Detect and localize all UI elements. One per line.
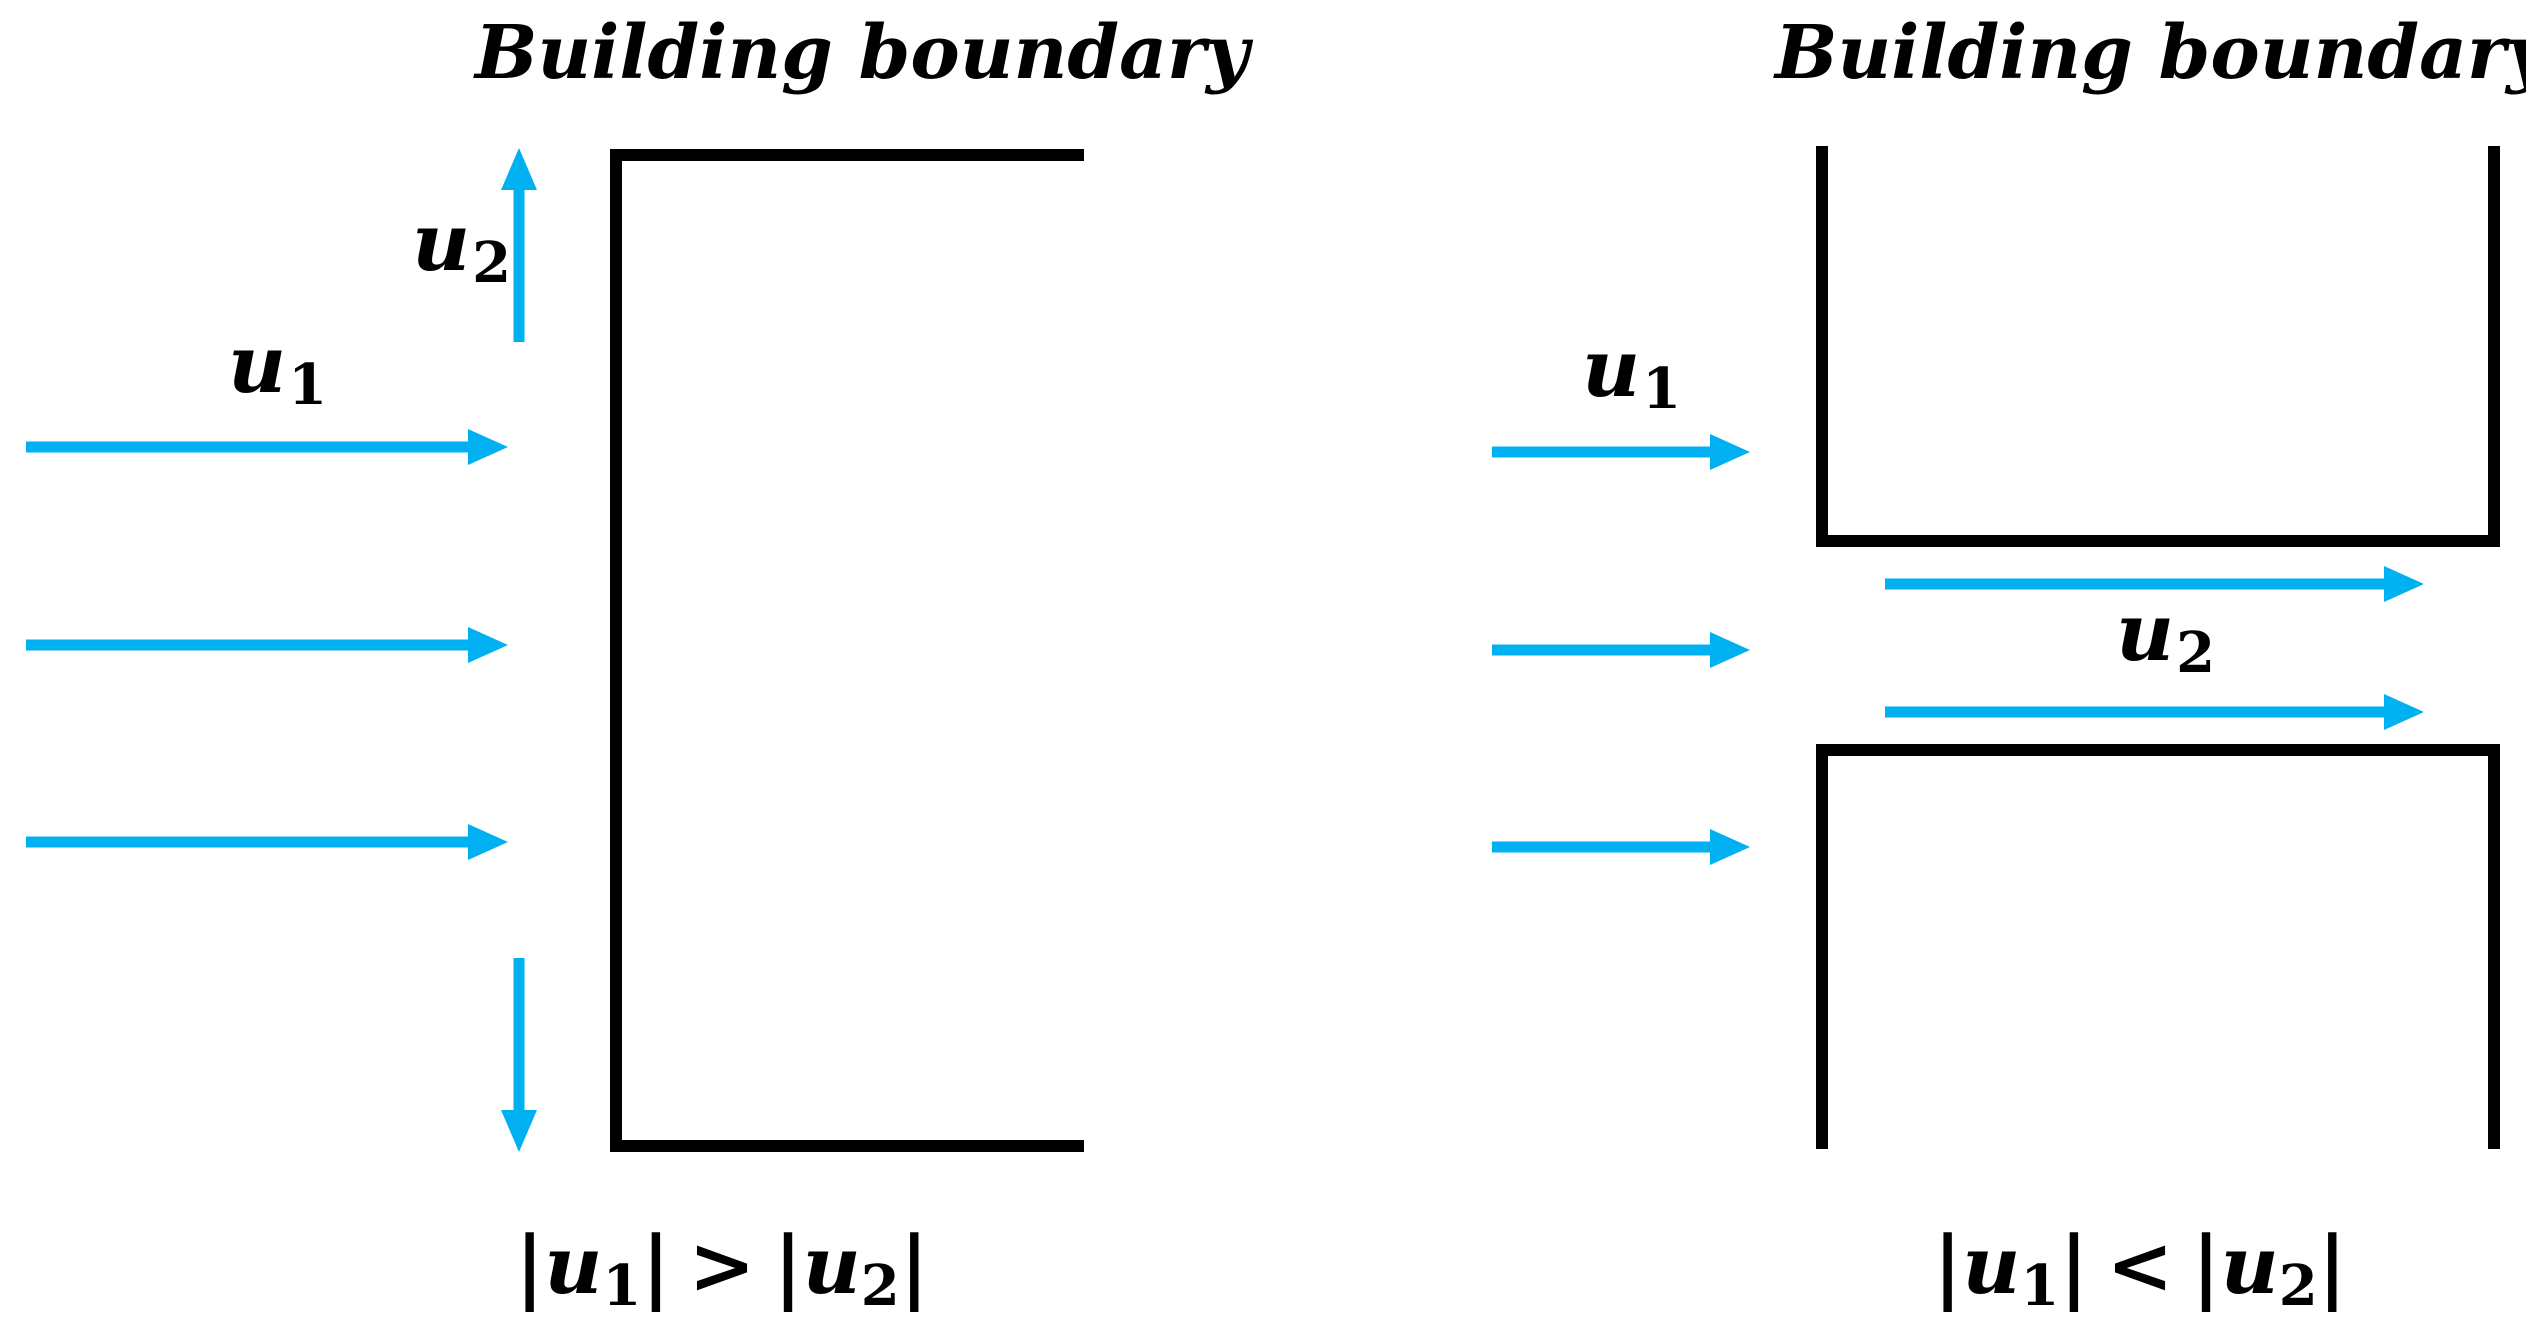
left-relation: |u1|>|u2| xyxy=(515,1218,929,1319)
right-u1-label: u1 xyxy=(1582,321,1681,422)
flow-arrow-icon xyxy=(468,824,508,860)
right-relation: |u1|<|u2| xyxy=(1933,1218,2347,1319)
left-u2-label: u2 xyxy=(412,195,511,296)
left-title: Building boundary xyxy=(473,10,1254,96)
flow-arrow-icon xyxy=(468,627,508,663)
right-building-upper xyxy=(1816,146,2500,547)
right-panel: Building boundary u1 u2 |u1|<|u2| xyxy=(1492,10,2526,1319)
left-arrow-u1-middle xyxy=(26,627,508,663)
flow-arrow-icon xyxy=(2384,694,2424,730)
left-arrow-u1-bottom xyxy=(26,824,508,860)
right-building-lower xyxy=(1816,744,2500,1149)
right-arrow-u2-lower xyxy=(1885,694,2424,730)
flow-arrow-icon xyxy=(468,429,508,465)
right-title: Building boundary xyxy=(1773,10,2526,96)
flow-arrow-icon xyxy=(501,1110,537,1152)
right-arrow-u1-bottom xyxy=(1492,829,1750,865)
left-arrow-u1-top xyxy=(26,429,508,465)
flow-arrow-icon xyxy=(2384,566,2424,602)
right-arrow-u1-top xyxy=(1492,434,1750,470)
flow-arrow-icon xyxy=(1710,829,1750,865)
left-building-boundary xyxy=(610,149,1084,1152)
right-arrow-u2-upper xyxy=(1885,566,2424,602)
flow-arrow-icon xyxy=(1710,434,1750,470)
right-u2-label: u2 xyxy=(2116,585,2215,686)
right-arrow-u1-middle xyxy=(1492,632,1750,668)
flow-arrow-icon xyxy=(501,148,537,190)
left-arrow-u2-up xyxy=(501,148,537,342)
flow-arrow-icon xyxy=(1710,632,1750,668)
left-arrow-u2-down xyxy=(501,958,537,1152)
left-panel: Building boundary u1 u2 |u1|>|u2| xyxy=(26,10,1254,1319)
left-u1-label: u1 xyxy=(228,317,327,418)
